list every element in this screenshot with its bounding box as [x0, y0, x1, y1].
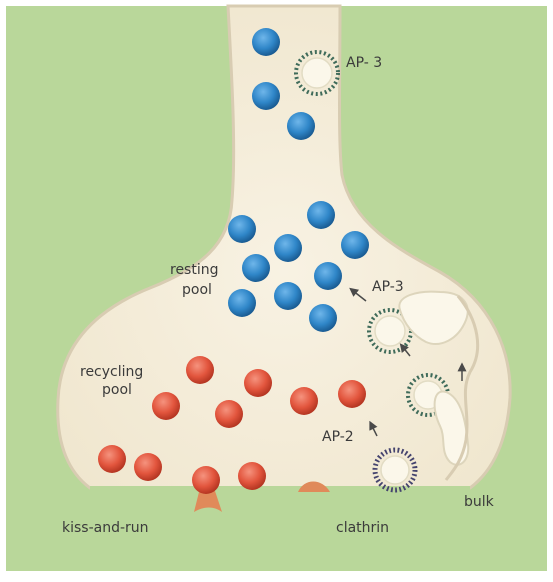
vesicle-blue [242, 254, 270, 282]
label-kiss-and-run: kiss-and-run [62, 520, 149, 536]
vesicle-red [192, 466, 220, 494]
vesicle-blue [341, 231, 369, 259]
vesicle-blue [274, 234, 302, 262]
vesicle-red [186, 356, 214, 384]
vesicle-blue [228, 215, 256, 243]
label-resting-pool-line2: pool [182, 282, 212, 298]
vesicle-blue [274, 282, 302, 310]
vesicle-red [215, 400, 243, 428]
label-ap3-top: AP- 3 [346, 55, 382, 71]
vesicle-blue [287, 112, 315, 140]
vesicle-red [152, 392, 180, 420]
vesicle-blue [228, 289, 256, 317]
label-ap2: AP-2 [322, 429, 354, 445]
label-bulk: bulk [464, 494, 495, 510]
vesicle-red [338, 380, 366, 408]
label-clathrin: clathrin [336, 520, 389, 536]
label-recycling-pool-line1: recycling [80, 364, 143, 380]
label-ap3-mid: AP-3 [372, 279, 404, 295]
vesicle-blue [314, 262, 342, 290]
vesicle-red [238, 462, 266, 490]
vesicle-red [290, 387, 318, 415]
vesicle-red [134, 453, 162, 481]
vesicle-blue [309, 304, 337, 332]
vesicle-blue [252, 82, 280, 110]
label-resting-pool-line1: resting [170, 262, 219, 278]
vesicle-blue [252, 28, 280, 56]
vesicle-red [98, 445, 126, 473]
vesicle-blue [307, 201, 335, 229]
vesicle-red [244, 369, 272, 397]
label-recycling-pool-line2: pool [102, 382, 132, 398]
